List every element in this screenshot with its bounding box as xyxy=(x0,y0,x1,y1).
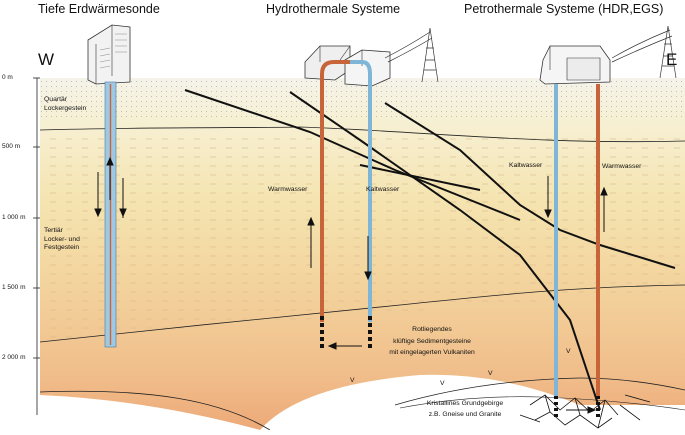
hydro-screen-sections xyxy=(320,316,372,350)
depth-label-2000: 2 000 m xyxy=(2,354,26,361)
layer-label-tertiary-line2: Locker- und xyxy=(44,235,80,243)
volcanic-mark: V xyxy=(350,377,355,384)
hydro-cold-pipe xyxy=(350,60,372,322)
layer-label-rotliegendes: Rotliegendes klüftige Sedimentgesteine m… xyxy=(372,326,492,358)
layer-label-rotliegendes-line1: Rotliegendes xyxy=(412,326,452,333)
volcanic-mark: V xyxy=(566,348,571,355)
layer-label-rotliegendes-line2: klüftige Sedimentgesteine xyxy=(393,337,471,345)
layer-label-grundgebirge: Kristallines Grundgebirge z.B. Gneise un… xyxy=(410,400,520,419)
direction-west: W xyxy=(38,50,55,69)
tertiary-texture xyxy=(40,135,685,340)
layer-label-quaternary-line2: Lockergestein xyxy=(44,104,87,112)
depth-label-500: 500 m xyxy=(2,143,21,150)
quaternary-boundary xyxy=(39,126,685,143)
depth-label-0: 0 m xyxy=(2,74,13,81)
probe-flow-arrows xyxy=(94,156,127,218)
layer-label-grundgebirge-line2: z.B. Gneise und Granite xyxy=(428,410,502,418)
volcanic-mark: V xyxy=(440,380,445,387)
petro-flow-arrows xyxy=(544,176,608,414)
title-petrothermal: Petrothermale Systeme (HDR,EGS) xyxy=(464,2,664,16)
depth-label-1500: 1 500 m xyxy=(2,284,26,291)
quaternary-dots xyxy=(40,78,685,120)
label-petro-kaltwasser: Kaltwasser xyxy=(509,162,543,169)
layer-label-grundgebirge-line1: Kristallines Grundgebirge xyxy=(426,400,504,407)
petrothermal-plant xyxy=(539,45,611,85)
label-hydro-kaltwasser: Kaltwasser xyxy=(366,186,400,193)
layer-label-tertiary: Tertiär Locker- und Festgestein xyxy=(44,227,80,253)
rotliegendes-boundary xyxy=(39,390,271,431)
hydro-flow-arrows xyxy=(307,216,372,350)
layer-label-quaternary: Quartär Lockergestein xyxy=(44,96,86,113)
petro-power-line xyxy=(611,25,677,79)
depth-ticks xyxy=(33,77,40,359)
fracture-zone xyxy=(519,394,651,429)
title-hydrothermal: Hydrothermale Systeme xyxy=(266,2,401,16)
hydro-power-line xyxy=(384,27,439,83)
layer-label-rotliegendes-line3: mit eingelagerten Vulkaniten xyxy=(389,349,475,356)
depth-label-1000: 1 000 m xyxy=(2,214,26,221)
volcanic-mark: V xyxy=(488,370,493,377)
label-hydro-warmwasser: Warmwasser xyxy=(268,186,308,193)
layer-label-tertiary-line1: Tertiär xyxy=(44,227,63,234)
direction-east: E xyxy=(666,50,678,69)
layer-label-tertiary-line3: Festgestein xyxy=(44,244,80,251)
bottom-white-area xyxy=(40,395,260,430)
hydro-warm-pipe xyxy=(320,60,350,322)
fault-lines xyxy=(184,89,676,411)
petro-screen-sections xyxy=(554,396,600,420)
tertiary-boundary xyxy=(39,284,685,343)
basement-inner xyxy=(399,396,685,411)
label-petro-warmwasser: Warmwasser xyxy=(602,163,642,170)
basement-boundary xyxy=(394,377,685,406)
erdwaermesonde-building xyxy=(87,24,131,85)
title-erdwaermesonde: Tiefe Erdwärmesonde xyxy=(38,2,160,16)
layer-label-quaternary-line1: Quartär xyxy=(44,96,68,103)
